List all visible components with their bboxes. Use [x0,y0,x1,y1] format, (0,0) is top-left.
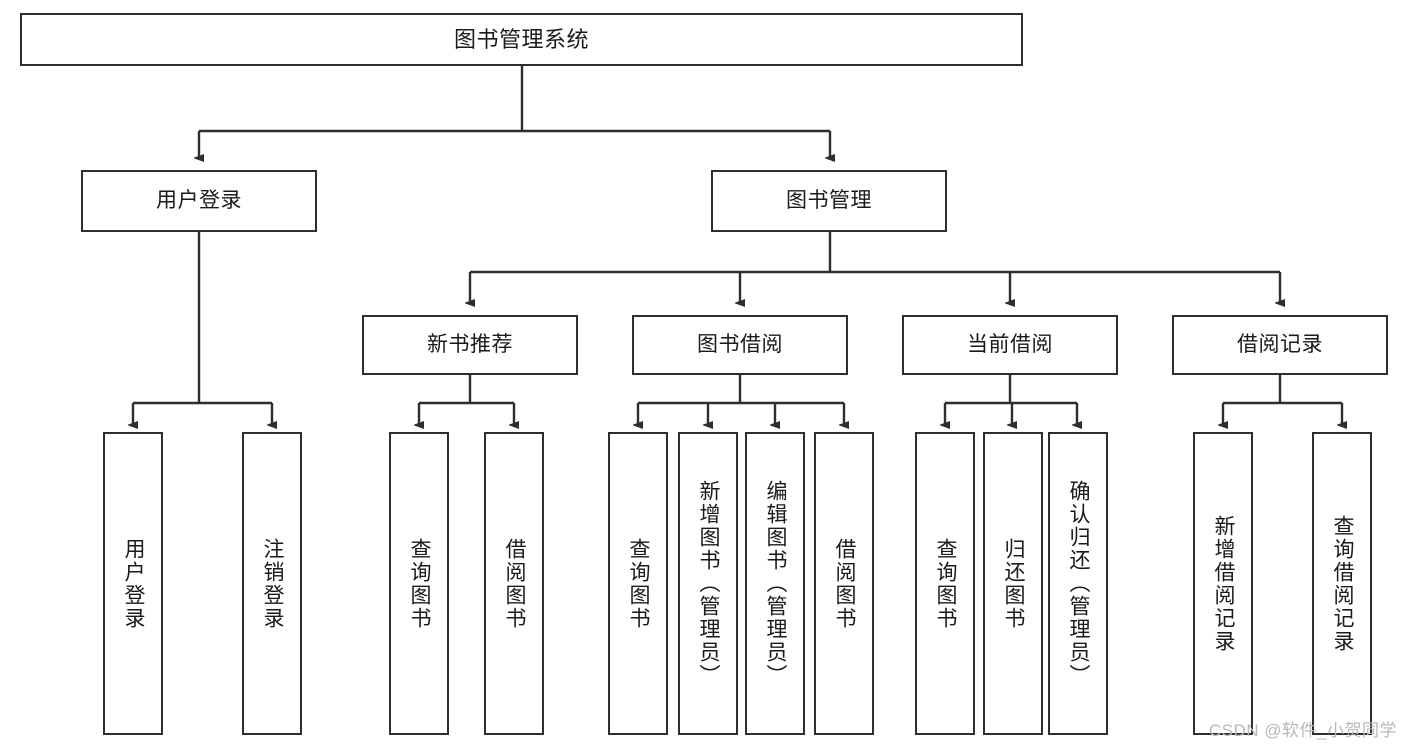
node-leaf-query-book-borrow[interactable]: 查询图书 [608,432,668,735]
node-label: 确认归还（管理员） [1067,480,1091,687]
node-label: 注销登录 [261,537,285,630]
node-label: 查询图书 [627,537,651,630]
node-label: 借阅图书 [833,537,857,630]
watermark: CSDN @软件_小贺同学 [1208,721,1397,740]
node-user-login[interactable]: 用户登录 [81,170,317,232]
node-leaf-borrow-book-recommend[interactable]: 借阅图书 [484,432,544,735]
node-leaf-edit-book[interactable]: 编辑图书（管理员） [745,432,805,735]
node-label: 查询图书 [408,537,432,630]
node-root-library-management-system[interactable]: 图书管理系统 [20,13,1023,66]
node-label: 借阅图书 [503,537,527,630]
node-leaf-query-borrow-record[interactable]: 查询借阅记录 [1312,432,1372,735]
node-new-book-recommend[interactable]: 新书推荐 [362,315,578,375]
node-current-borrow[interactable]: 当前借阅 [902,315,1118,375]
node-label: 图书借阅 [697,332,783,356]
node-label: 当前借阅 [967,332,1053,356]
node-book-borrow[interactable]: 图书借阅 [632,315,848,375]
node-leaf-query-book-current[interactable]: 查询图书 [915,432,975,735]
node-borrow-record[interactable]: 借阅记录 [1172,315,1388,375]
node-label: 借阅记录 [1237,332,1323,356]
node-label: 新增借阅记录 [1212,514,1236,653]
node-label: 图书管理系统 [453,26,589,52]
node-leaf-borrow-book[interactable]: 借阅图书 [814,432,874,735]
node-leaf-user-login[interactable]: 用户登录 [103,432,163,735]
node-leaf-query-book-recommend[interactable]: 查询图书 [389,432,449,735]
node-book-management[interactable]: 图书管理 [711,170,947,232]
node-label: 查询借阅记录 [1331,514,1355,653]
node-label: 归还图书 [1002,537,1026,630]
node-leaf-add-borrow-record[interactable]: 新增借阅记录 [1193,432,1253,735]
node-label: 用户登录 [122,537,146,630]
node-leaf-add-book[interactable]: 新增图书（管理员） [678,432,738,735]
node-label: 用户登录 [156,188,242,212]
node-label: 新书推荐 [427,332,513,356]
node-leaf-return-book[interactable]: 归还图书 [983,432,1043,735]
node-label: 查询图书 [934,537,958,630]
node-label: 编辑图书（管理员） [764,480,788,687]
node-label: 新增图书（管理员） [697,480,721,687]
node-leaf-logout[interactable]: 注销登录 [242,432,302,735]
node-label: 图书管理 [786,188,872,212]
node-leaf-confirm-return[interactable]: 确认归还（管理员） [1048,432,1108,735]
